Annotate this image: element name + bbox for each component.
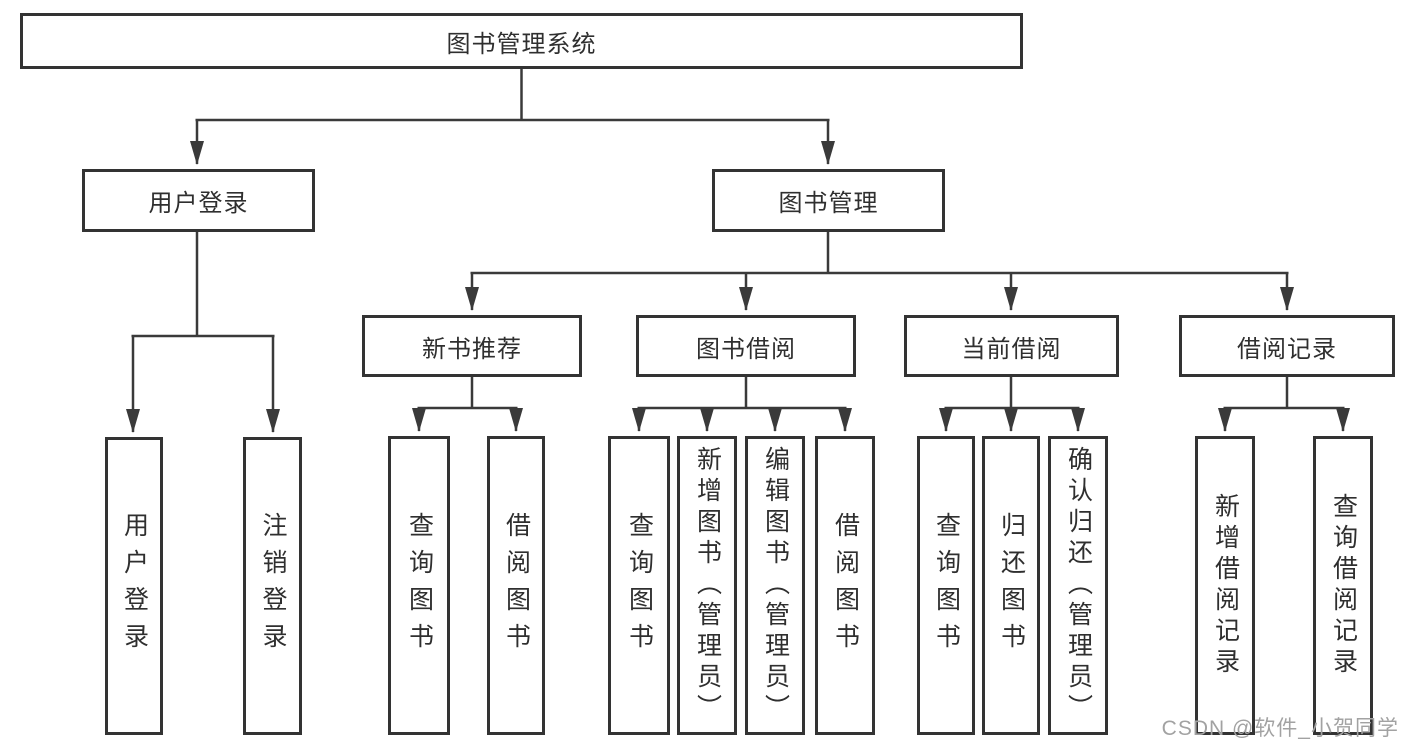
- leaf-borrow-books-recommend: 借阅图书: [487, 436, 545, 735]
- node-current-borrowing: 当前借阅: [904, 315, 1119, 377]
- node-new-book-recommendation: 新书推荐: [362, 315, 582, 377]
- leaf-logout: 注销登录: [243, 437, 302, 735]
- leaf-query-books-recommend: 查询图书: [388, 436, 450, 735]
- node-library-management-system: 图书管理系统: [20, 13, 1023, 69]
- leaf-query-books-current: 查询图书: [917, 436, 975, 735]
- leaf-return-books: 归还图书: [982, 436, 1040, 735]
- node-book-borrowing: 图书借阅: [636, 315, 856, 377]
- leaf-query-books-borrowing: 查询图书: [608, 436, 670, 735]
- node-book-management: 图书管理: [712, 169, 945, 232]
- leaf-edit-books-admin: 编辑图书（管理员）: [745, 436, 805, 735]
- leaf-add-borrowing-record: 新增借阅记录: [1195, 436, 1255, 735]
- node-user-login: 用户登录: [82, 169, 315, 232]
- leaf-query-borrowing-record: 查询借阅记录: [1313, 436, 1373, 735]
- leaf-user-login: 用户登录: [105, 437, 163, 735]
- leaf-borrow-books-borrowing: 借阅图书: [815, 436, 875, 735]
- leaf-confirm-return-admin: 确认归还（管理员）: [1048, 436, 1108, 735]
- watermark: CSDN @软件_小贺同学: [1161, 717, 1399, 740]
- node-borrowing-records: 借阅记录: [1179, 315, 1395, 377]
- leaf-add-books-admin: 新增图书（管理员）: [677, 436, 737, 735]
